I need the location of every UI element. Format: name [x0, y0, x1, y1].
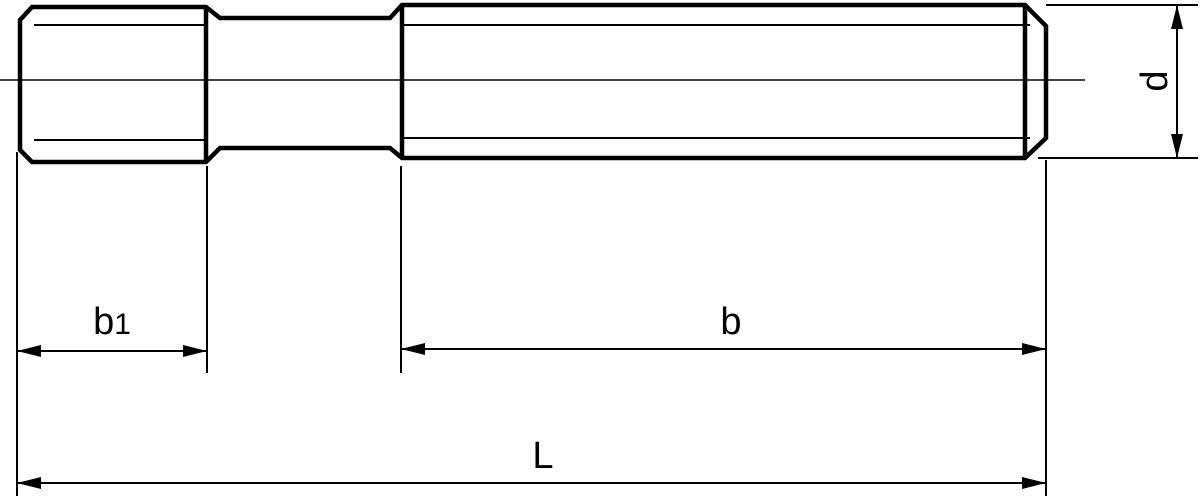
dimension-b1-subscript: 1: [114, 308, 131, 341]
dimension-d: d: [1134, 5, 1183, 158]
dimension-b: b: [401, 301, 1046, 355]
long-thread-end: [399, 5, 1030, 158]
dimension-L-label: L: [532, 435, 553, 477]
dimension-L: L: [17, 435, 1046, 489]
dimension-b1-label: b: [93, 301, 114, 343]
dimension-b1: b1: [17, 301, 207, 357]
svg-text:b1: b1: [93, 301, 131, 343]
extension-lines: [16, 4, 1198, 496]
dimension-d-label: d: [1134, 70, 1176, 91]
short-thread-end: [34, 7, 209, 162]
dimension-b-label: b: [720, 301, 741, 343]
